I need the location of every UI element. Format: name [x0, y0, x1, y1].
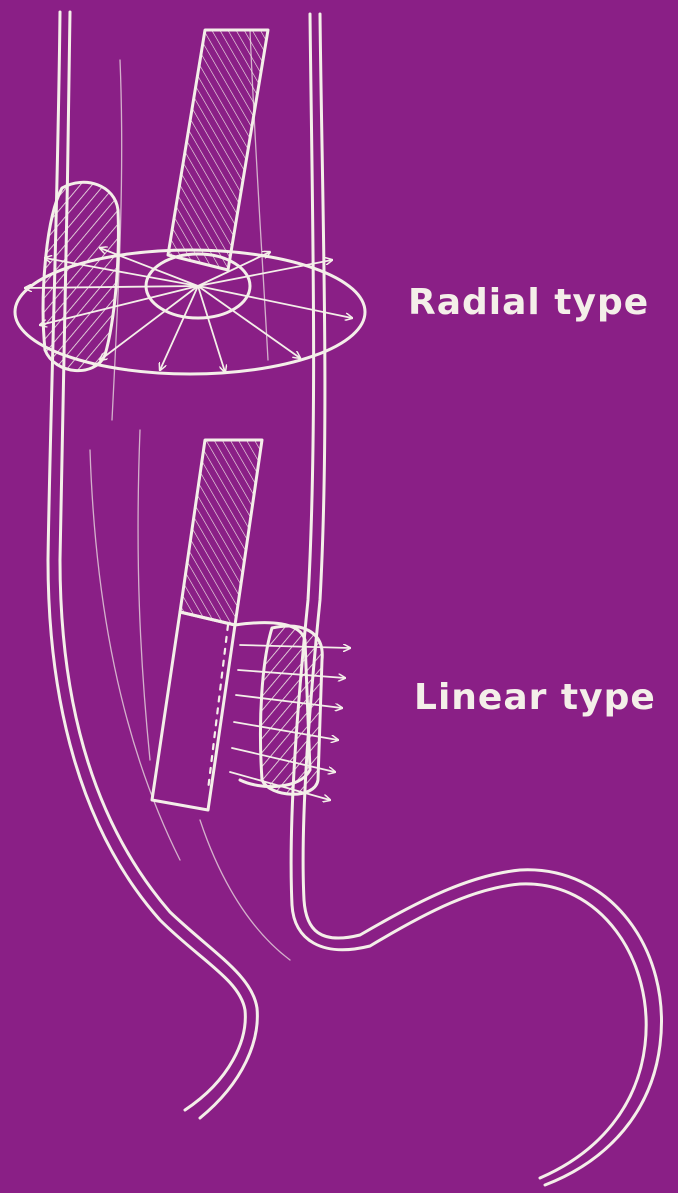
- linear-type-label: Linear type: [414, 680, 656, 716]
- mucosal-fold-line: [138, 430, 150, 760]
- linear-endoscope-shaft: [180, 440, 262, 625]
- radial-type-label: Radial type: [408, 285, 649, 321]
- esophagus-right-inner-wall: [291, 14, 646, 1178]
- linear-lesion: [260, 626, 322, 794]
- radial-endoscope-shaft: [168, 30, 268, 270]
- esophagus-right-outer-wall: [303, 14, 661, 1185]
- linear-transducer-edge: [208, 625, 228, 790]
- mucosal-fold-line: [90, 450, 180, 860]
- radial-scan-arrow: [160, 286, 198, 370]
- radial-scan-arrow: [198, 286, 225, 372]
- linear-endoscope-body: [152, 612, 235, 810]
- mucosal-fold-line: [200, 820, 290, 960]
- radial-lesion: [43, 182, 118, 370]
